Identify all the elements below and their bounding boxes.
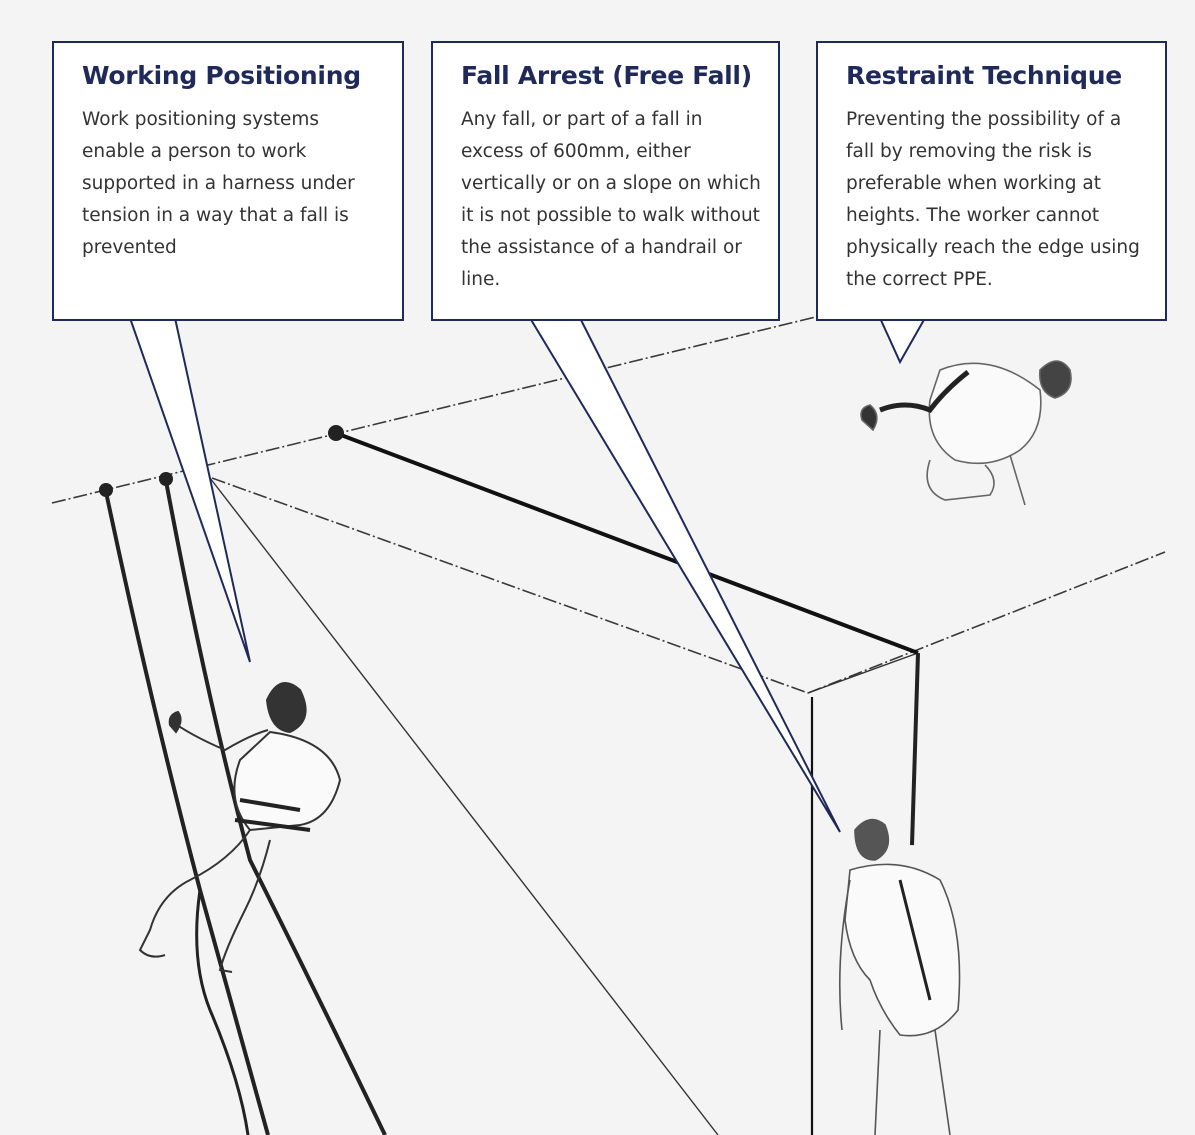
rope-access-worker bbox=[138, 681, 342, 973]
roof-edge-front bbox=[807, 652, 919, 694]
working-positioning-callout: Working Positioning Work positioning sys… bbox=[52, 41, 404, 321]
restraint-worker bbox=[860, 360, 1072, 506]
restraint-technique-callout: Restraint Technique Preventing the possi… bbox=[816, 41, 1167, 321]
fall-arrest-worker bbox=[838, 818, 961, 1135]
anchor-points bbox=[99, 425, 344, 497]
callout-title: Restraint Technique bbox=[846, 61, 1122, 90]
wall-diagonal-line bbox=[209, 477, 719, 1135]
callout-text: Preventing the possibility of a fall by … bbox=[846, 109, 1140, 290]
callout-title: Fall Arrest (Free Fall) bbox=[461, 61, 752, 90]
callout-pointers bbox=[128, 317, 927, 833]
callout-title: Working Positioning bbox=[82, 61, 361, 90]
horizontal-lifeline bbox=[332, 430, 919, 655]
fall-arrest-callout: Fall Arrest (Free Fall) Any fall, or par… bbox=[431, 41, 780, 321]
rope-access-ropes bbox=[104, 480, 387, 1135]
callout-text: Work positioning systems enable a person… bbox=[82, 109, 355, 258]
vertical-lifeline bbox=[910, 652, 920, 846]
callout-text: Any fall, or part of a fall in excess of… bbox=[461, 109, 761, 290]
